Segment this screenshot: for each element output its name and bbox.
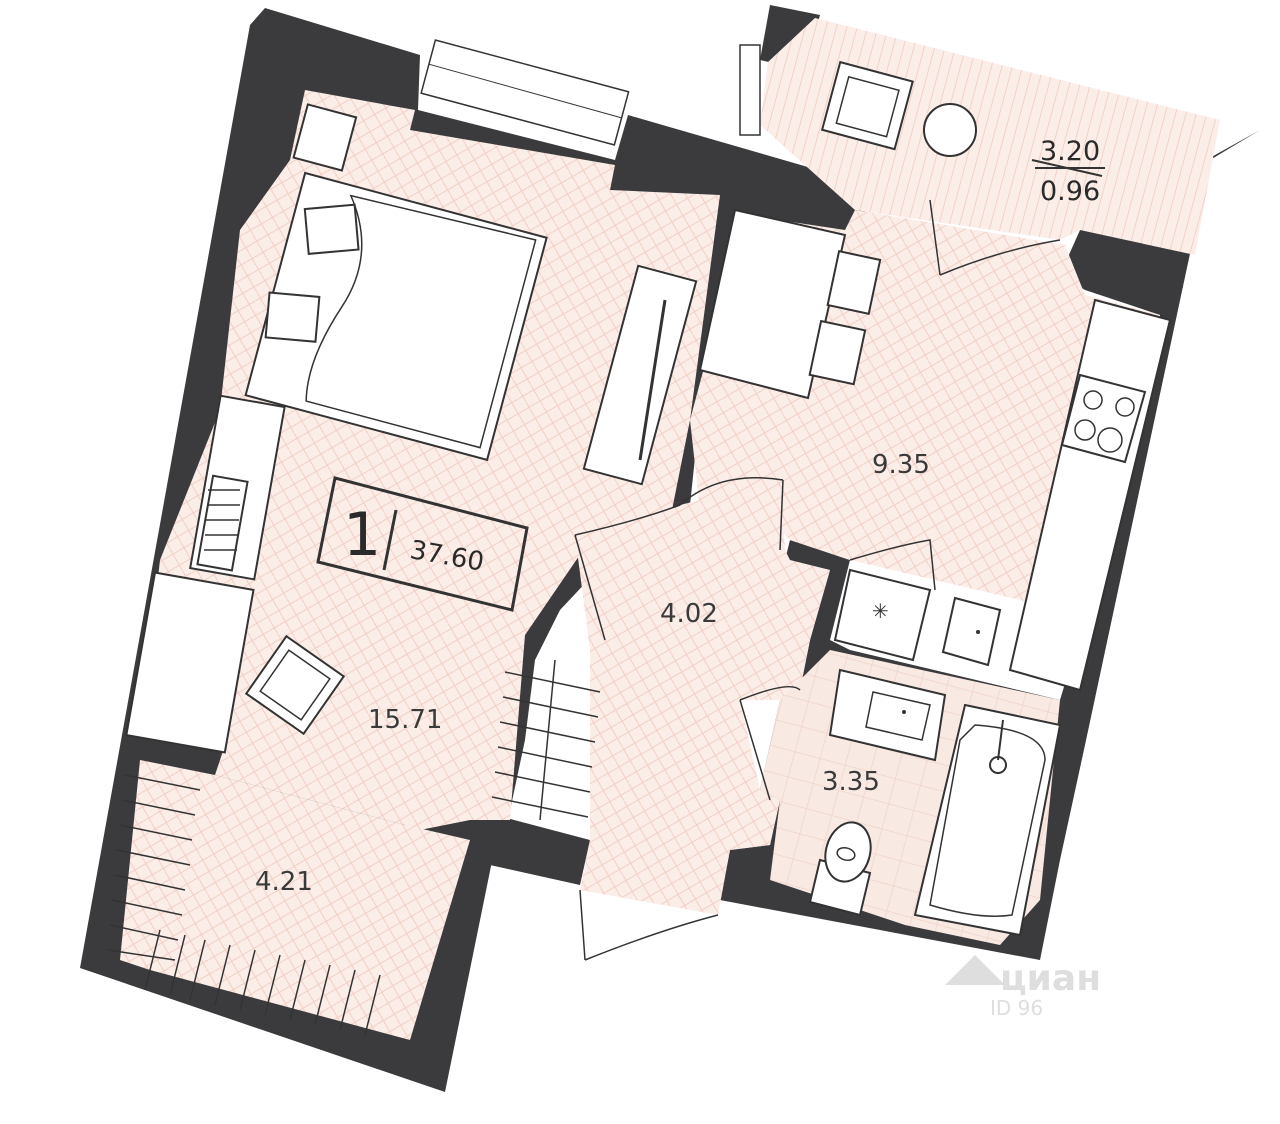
bed-icon [244, 171, 548, 462]
kitchen-furniture: ✳ [698, 208, 1172, 692]
bedroom-furniture [125, 103, 698, 754]
room-area-hallway: 4.02 [660, 599, 718, 629]
balcony-reduced-area: 0.96 [1040, 176, 1100, 207]
round-table [923, 103, 977, 157]
window-icon [739, 44, 761, 136]
home-icon [945, 955, 1005, 985]
door-icon [574, 504, 681, 641]
sink-icon [828, 668, 947, 762]
doors [574, 199, 1061, 961]
stove-icon [1060, 373, 1147, 464]
door-icon [739, 685, 801, 801]
chair-icon [808, 250, 882, 386]
door-icon [849, 539, 936, 591]
wardrobe-shelves [107, 659, 601, 1036]
watermark: циан ID 96 [945, 955, 1101, 1020]
wardrobe-floor [120, 760, 470, 1040]
room-area-wardrobe: 4.21 [255, 867, 313, 897]
watermark-text: циан [1000, 958, 1101, 999]
room-area-bedroom: 15.71 [368, 705, 442, 735]
bathroom-furniture [808, 668, 1062, 937]
fridge [833, 568, 932, 662]
balcony-area: 3.20 [1040, 136, 1100, 167]
tv-stand [582, 264, 698, 486]
toilet-icon [808, 821, 872, 917]
area-labels: 15.71 9.35 4.02 3.35 4.21 3.20 0.96 [255, 136, 1105, 897]
watermark-id: ID 96 [990, 996, 1043, 1020]
hall-floor [575, 480, 830, 915]
room-area-kitchen: 9.35 [872, 450, 930, 480]
door-icon [929, 199, 1061, 276]
radiator [196, 474, 249, 572]
rooms-count: 1 [343, 500, 381, 570]
bathtub-icon [913, 703, 1062, 937]
window-icon [420, 39, 630, 146]
windows [420, 39, 761, 146]
nightstand [292, 103, 358, 172]
snowflake-icon: ✳ [872, 599, 889, 623]
armchair-icon [820, 60, 914, 151]
desk [125, 571, 255, 754]
door-icon [679, 477, 784, 551]
armchair-icon [244, 634, 346, 736]
door-icon [579, 889, 719, 961]
table-icon [698, 208, 847, 400]
room-area-bathroom: 3.35 [822, 767, 880, 797]
sink-icon [941, 596, 1002, 667]
hall-wall-bottom [490, 815, 590, 885]
